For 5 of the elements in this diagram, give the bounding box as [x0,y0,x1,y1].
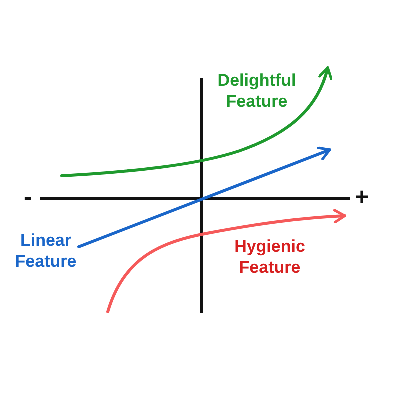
curve-label: Hygienic Feature [234,236,306,278]
curve-label: Linear Feature [15,230,77,272]
axis-end-label: + [355,186,369,210]
curve-label: Delightful Feature [218,70,296,112]
axis-end-label: - [24,186,32,210]
